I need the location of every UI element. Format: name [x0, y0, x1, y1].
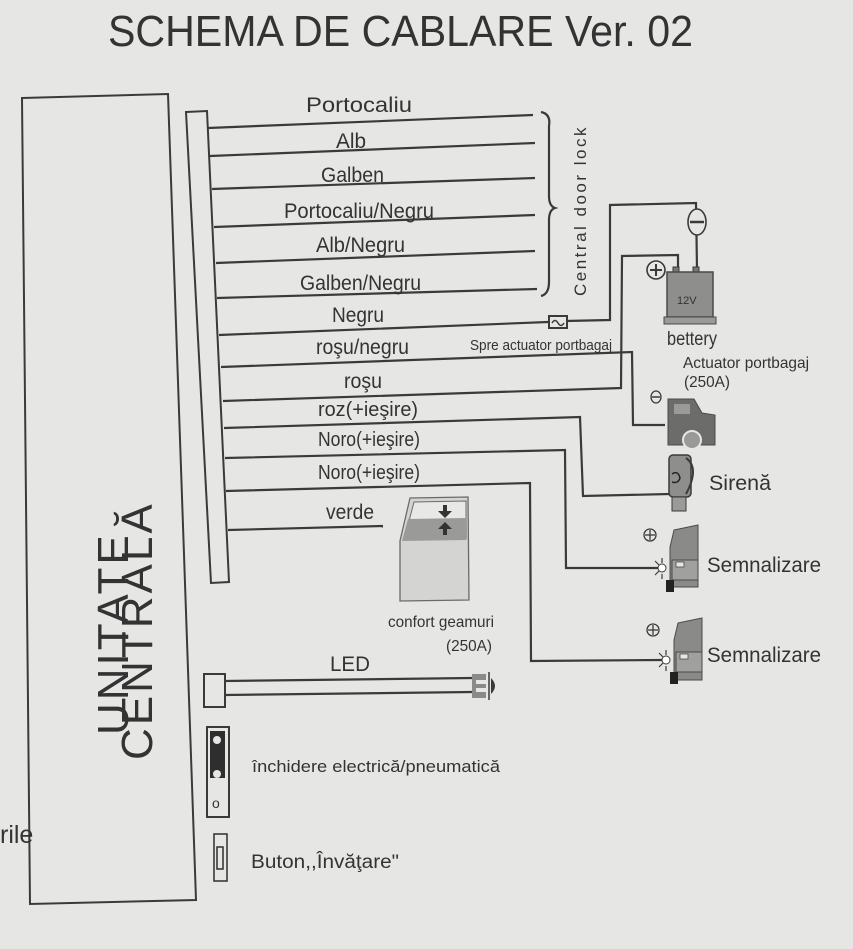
wire-line-noro-2 — [225, 481, 663, 663]
wire-label: verde — [326, 501, 374, 524]
wire-label: Negru — [332, 304, 384, 327]
wire-line-rosu — [222, 253, 680, 403]
signal-light-2: Semnalizare — [646, 617, 821, 684]
diagram-title: SCHEMA DE CABLARE Ver. 02 — [108, 7, 693, 56]
wire-line-roz — [223, 415, 671, 498]
wire-label: Noro(+ieşire) — [318, 429, 420, 451]
fuse-icon — [548, 315, 568, 329]
led-wire-top — [224, 676, 473, 683]
battery-voltage: 12V — [677, 295, 697, 307]
signal-light-1: Semnalizare — [643, 524, 821, 592]
car-trunk-icon — [667, 398, 716, 450]
signal-light-label: Semnalizare — [707, 644, 821, 667]
fuse-label: Spre actuator portbagaj — [470, 337, 612, 354]
jumper-pin-mark: o — [212, 795, 220, 811]
door-lock-label: Central door lock — [571, 125, 590, 296]
wire-line-alb-negru — [215, 249, 536, 265]
wire-line-alb — [209, 141, 536, 158]
wire-label: Portocaliu/Negru — [284, 200, 434, 223]
plus-icon — [643, 528, 657, 542]
car-window-icon — [399, 496, 470, 602]
wire-line-rosu-negru — [220, 350, 665, 427]
led-label: LED — [330, 653, 370, 676]
led-icon — [472, 672, 495, 700]
cut-off-text: rile — [0, 821, 33, 849]
wire-line-portocaliu — [207, 113, 534, 130]
wire-label: roşu — [344, 370, 382, 393]
battery-minus-icon — [687, 208, 707, 236]
jumper-switch[interactable]: o — [206, 726, 230, 818]
trunk-actuator-rating: (250A) — [684, 374, 730, 391]
car-front-icon — [653, 524, 699, 592]
wire-line-noro-1 — [224, 448, 660, 570]
wire-label: Alb — [336, 130, 366, 153]
jumper-label: închidere electrică/pneumatică — [251, 757, 501, 776]
wire-label: roz(+ieşire) — [318, 399, 418, 421]
wire-line-verde — [227, 524, 384, 532]
wire-line-galben — [211, 176, 536, 191]
learn-button[interactable] — [213, 833, 228, 882]
trunk-actuator-label: Actuator portbagaj — [683, 355, 809, 372]
siren-icon — [668, 454, 694, 512]
car-front-icon — [657, 617, 703, 684]
wire-label: roşu/negru — [316, 336, 409, 359]
siren-label: Sirenă — [709, 472, 771, 495]
plus-icon — [646, 623, 660, 637]
central-unit-label-line2: CENTRALĂ — [113, 501, 162, 760]
wire-line-galben-negru — [216, 287, 538, 300]
central-unit-box — [20, 92, 198, 906]
wire-labels: Portocaliu Alb Galben Portocaliu/Negru A… — [284, 94, 434, 524]
led-connector — [203, 673, 226, 708]
signal-light-label: Semnalizare — [707, 554, 821, 577]
trunk-actuator-minus-icon — [650, 390, 662, 404]
wire-harness-connector — [184, 109, 231, 585]
door-lock-group: Central door lock — [540, 110, 590, 298]
window-comfort-rating: (250A) — [446, 638, 492, 655]
battery-icon: 12V — [663, 266, 717, 325]
central-unit-label-line1: UNITATE — [89, 532, 138, 735]
central-unit: UNITATE CENTRALĂ — [20, 92, 198, 906]
learn-button-label: Buton,,Învăţare" — [251, 851, 399, 873]
wire-label: Alb/Negru — [316, 234, 405, 257]
wire-label: Portocaliu — [306, 94, 412, 117]
battery-plus-icon — [646, 260, 666, 280]
wire-line-portocaliu-negru — [213, 213, 536, 229]
wire-label: Galben — [321, 164, 384, 187]
battery-label: bettery — [667, 329, 717, 350]
wire-label: Galben/Negru — [300, 272, 421, 295]
door-lock-brace — [540, 110, 559, 298]
led-wire-bottom — [224, 690, 473, 697]
wire-lines — [207, 113, 699, 663]
window-comfort-label: confort geamuri — [388, 614, 494, 631]
wire-label: Noro(+ieşire) — [318, 462, 420, 484]
